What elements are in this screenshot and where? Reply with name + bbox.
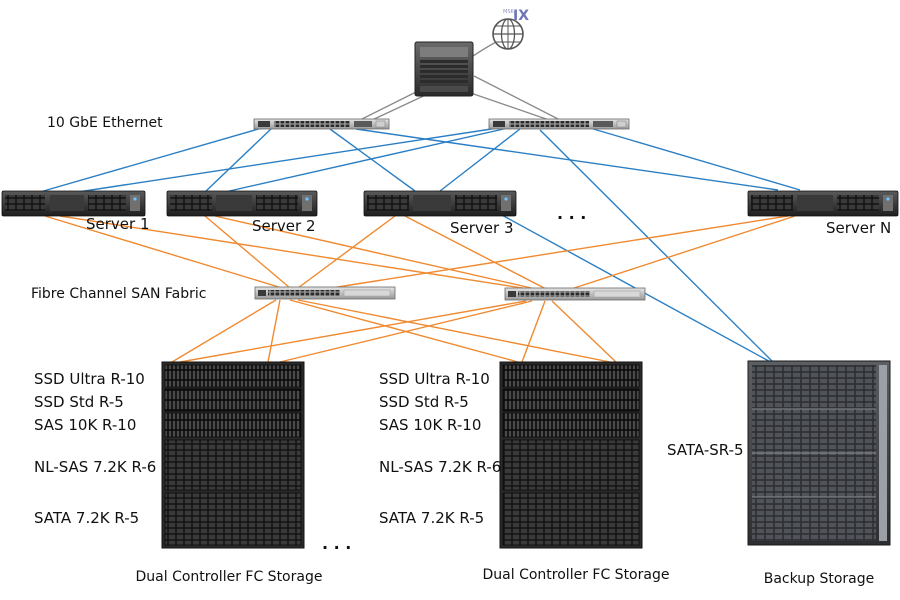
server-n[interactable] xyxy=(747,190,899,217)
server-2-label: Server 2 xyxy=(252,217,316,235)
ethernet-link xyxy=(589,127,801,191)
ethernet-links xyxy=(39,127,801,366)
server-1-label: Server 1 xyxy=(86,215,150,233)
sata-shelf xyxy=(502,492,640,546)
ethernet-link xyxy=(224,127,509,193)
tier-label-sata: SATA 7.2K R-5 xyxy=(379,509,484,527)
storage-array-1[interactable] xyxy=(161,361,305,549)
uplink-cable xyxy=(461,89,553,122)
ix-logo-small-text: MSK xyxy=(503,9,514,15)
ethernet-switch-1[interactable] xyxy=(253,118,390,130)
array-1-tier-labels: SSD Ultra R-10 SSD Std R-5 SAS 10K R-10 … xyxy=(34,370,156,527)
ssd-std-shelf xyxy=(164,388,302,412)
uplink-cable xyxy=(369,91,433,122)
fc-switch-1[interactable] xyxy=(254,286,396,300)
ssd-ultra-shelf xyxy=(164,364,302,388)
array-1-caption: Dual Controller FC Storage xyxy=(136,569,323,585)
fc-link xyxy=(214,215,541,291)
backup-storage-array[interactable] xyxy=(747,360,891,546)
nl-sas-shelf xyxy=(502,439,640,491)
uplink-cable xyxy=(473,75,563,122)
ssd-ultra-shelf xyxy=(502,364,640,388)
tier-label-sas-10k: SAS 10K R-10 xyxy=(379,416,481,434)
ethernet-link xyxy=(539,129,777,366)
server-n-label: Server N xyxy=(826,219,891,237)
ethernet-link xyxy=(329,128,416,192)
fc-link xyxy=(297,215,396,289)
globe-icon xyxy=(492,18,524,50)
ethernet-link xyxy=(39,127,263,193)
tier-label-nl-sas: NL-SAS 7.2K R-6 xyxy=(34,458,156,476)
storage-array-2[interactable] xyxy=(499,361,643,549)
fc-link xyxy=(59,215,536,291)
tier-label-ssd-std: SSD Std R-5 xyxy=(34,393,124,411)
fc-link xyxy=(267,299,281,363)
fc-switch-2[interactable] xyxy=(504,287,646,301)
backup-storage-caption: Backup Storage xyxy=(764,571,875,587)
tier-label-sas-10k: SAS 10K R-10 xyxy=(34,416,136,434)
server-3-label: Server 3 xyxy=(450,219,514,237)
ethernet-label: 10 GbE Ethernet xyxy=(47,115,163,131)
fc-link xyxy=(521,300,546,363)
ethernet-link xyxy=(204,127,273,193)
uplink-cable xyxy=(357,89,421,122)
fc-link xyxy=(179,300,527,363)
array-2-caption: Dual Controller FC Storage xyxy=(483,567,670,583)
tier-label-nl-sas: NL-SAS 7.2K R-6 xyxy=(379,458,501,476)
tier-label-ssd-ultra: SSD Ultra R-10 xyxy=(379,370,490,388)
fc-link xyxy=(171,299,277,363)
backup-tier-label: SATA-SR-5 xyxy=(667,441,744,459)
fc-link xyxy=(551,300,617,363)
fc-link xyxy=(324,215,789,290)
uplink-cables xyxy=(357,39,563,122)
nl-sas-shelf xyxy=(164,439,302,491)
fc-link xyxy=(44,215,283,289)
ethernet-link xyxy=(439,128,521,192)
tier-label-ssd-ultra: SSD Ultra R-10 xyxy=(34,370,145,388)
ssd-std-shelf xyxy=(502,388,640,412)
ethernet-link xyxy=(77,127,499,193)
fc-link xyxy=(297,299,611,363)
tier-label-sata: SATA 7.2K R-5 xyxy=(34,509,139,527)
ix-logo-text: IX xyxy=(513,8,529,24)
fc-link xyxy=(404,215,549,291)
fibre-channel-links xyxy=(44,215,796,363)
arrays-ellipsis: . . . xyxy=(322,534,351,553)
array-2-tier-labels: SSD Ultra R-10 SSD Std R-5 SAS 10K R-10 … xyxy=(379,370,501,527)
fc-link xyxy=(289,299,519,363)
sas-10k-shelf xyxy=(502,412,640,438)
sas-10k-shelf xyxy=(164,412,302,438)
fc-link xyxy=(279,300,533,363)
sata-shelf xyxy=(164,492,302,546)
fc-link xyxy=(564,215,796,292)
fc-link xyxy=(204,215,291,289)
core-router[interactable] xyxy=(414,41,474,97)
ethernet-switch-2[interactable] xyxy=(488,118,630,130)
tier-label-ssd-std: SSD Std R-5 xyxy=(379,393,469,411)
ethernet-link xyxy=(355,128,779,191)
servers-ellipsis: . . . xyxy=(557,204,586,223)
server-3[interactable] xyxy=(363,190,517,217)
server-1[interactable] xyxy=(1,190,146,217)
server-2[interactable] xyxy=(166,190,318,217)
ix-logo: MSK IX xyxy=(492,8,529,50)
san-fabric-label: Fibre Channel SAN Fabric xyxy=(31,286,206,302)
